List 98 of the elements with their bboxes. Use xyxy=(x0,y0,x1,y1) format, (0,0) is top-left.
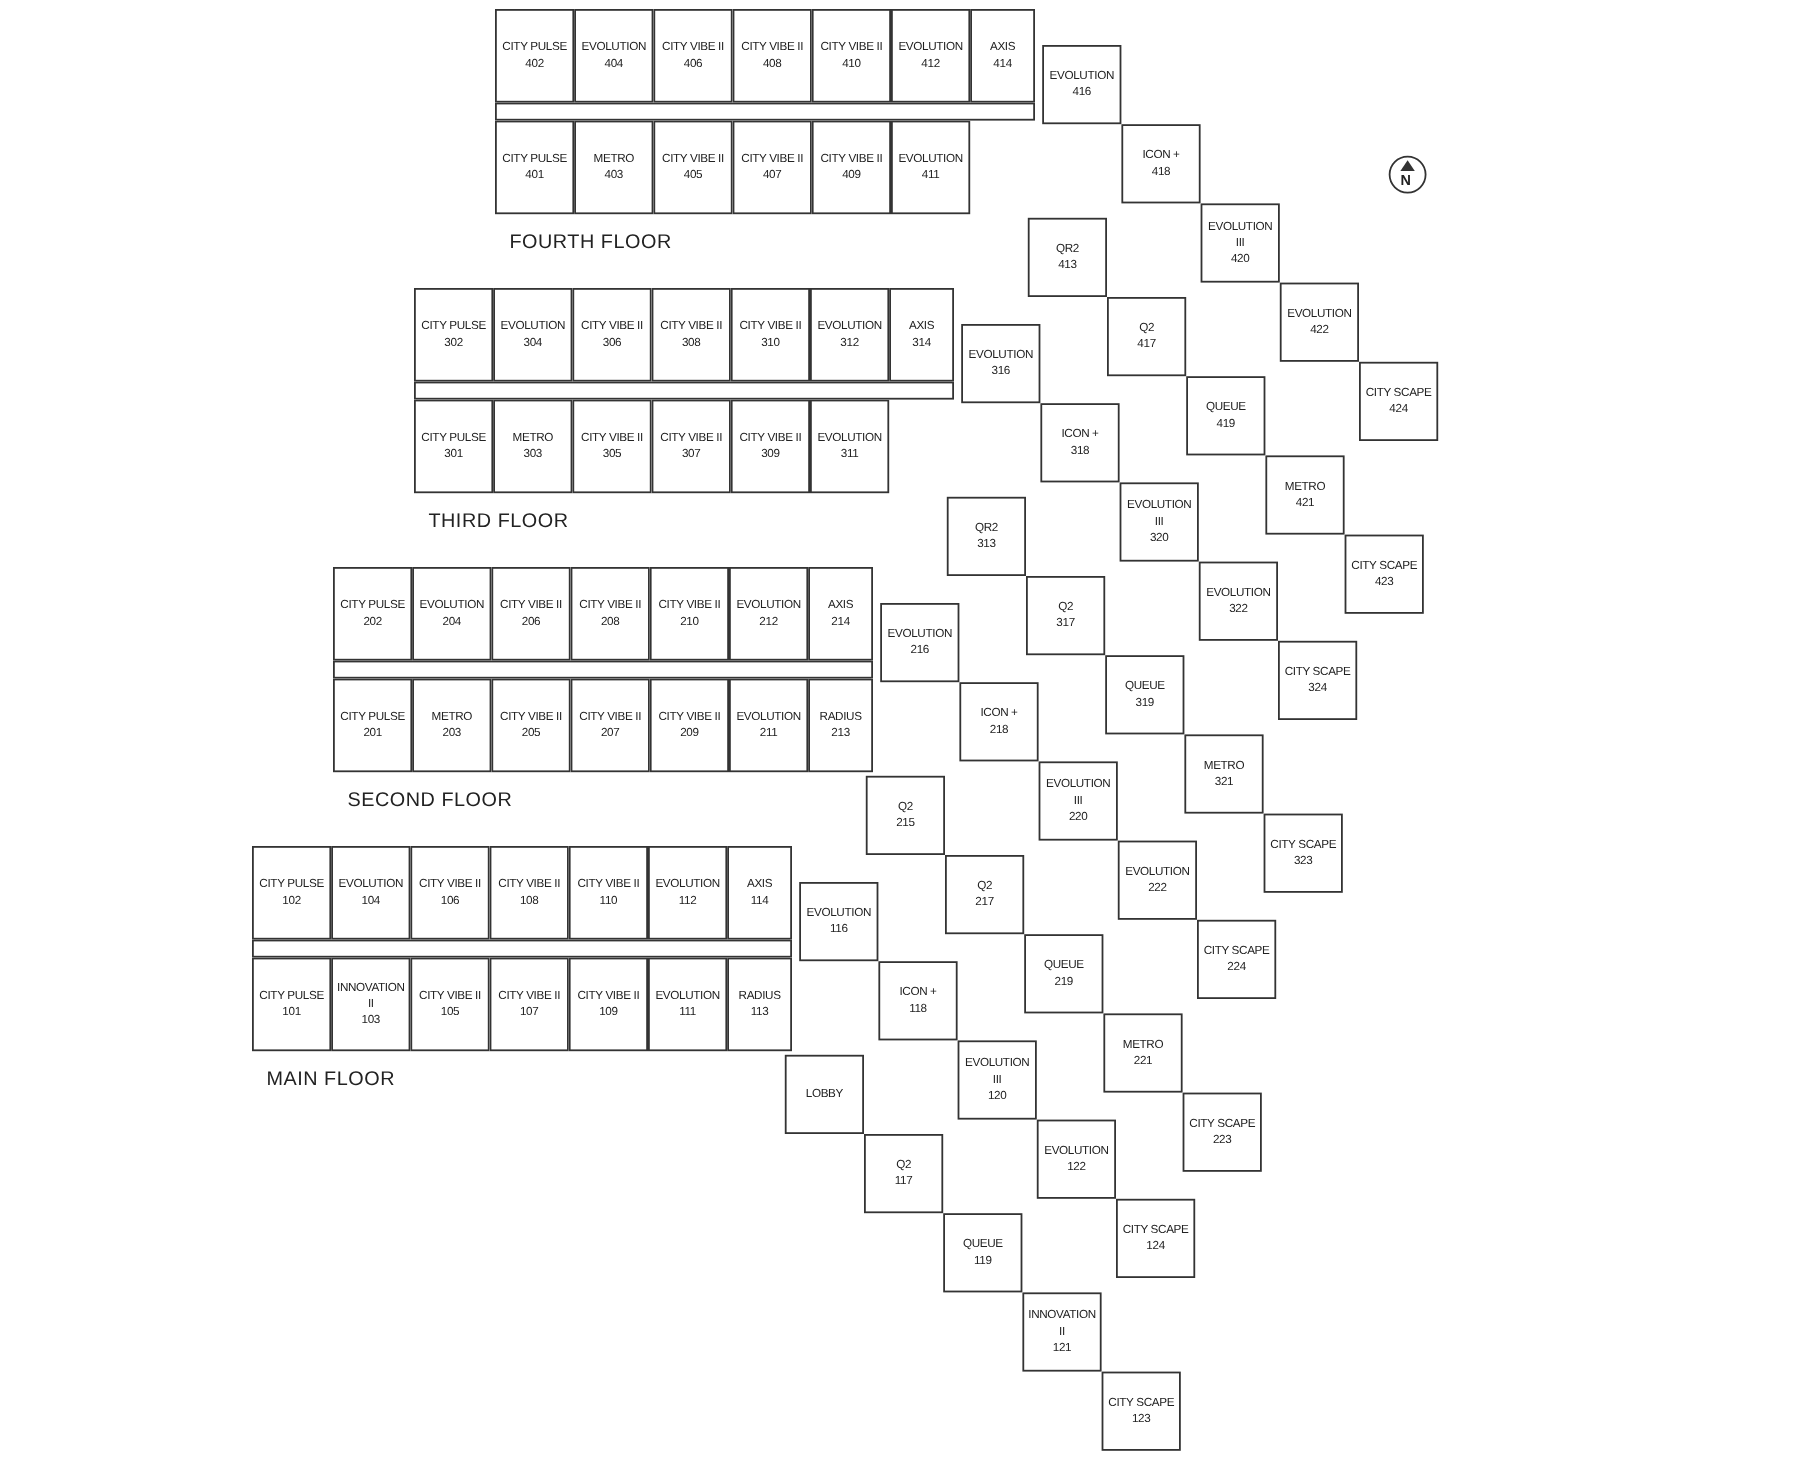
unit-room xyxy=(491,678,571,773)
unit-room xyxy=(970,9,1035,103)
unit-room xyxy=(1101,1371,1181,1451)
unit-room xyxy=(574,120,654,215)
unit-room xyxy=(1200,203,1280,283)
floor-label: THIRD FLOOR xyxy=(428,511,569,533)
floor-label: FOURTH FLOOR xyxy=(509,232,672,254)
unit-room xyxy=(412,678,492,773)
unit-room xyxy=(1026,576,1106,656)
floor-label: MAIN FLOOR xyxy=(266,1069,395,1091)
unit-room xyxy=(1119,482,1199,562)
unit-room xyxy=(961,324,1041,404)
unit-room xyxy=(649,567,729,661)
unit-room xyxy=(1038,761,1118,841)
unit-room xyxy=(1036,1119,1116,1199)
unit-room xyxy=(412,567,492,661)
unit-room xyxy=(865,775,945,855)
unit-room xyxy=(491,567,571,661)
unit-room xyxy=(943,1213,1023,1293)
unit-room xyxy=(1116,1198,1196,1278)
unit-room xyxy=(568,957,648,1052)
unit-room xyxy=(784,1054,864,1134)
unit-room xyxy=(727,846,792,940)
floor-label: SECOND FLOOR xyxy=(347,790,513,812)
unit-room xyxy=(878,961,958,1041)
unit-room xyxy=(649,678,729,773)
unit-room xyxy=(1121,124,1201,204)
unit-room xyxy=(414,399,494,494)
unit-room xyxy=(333,567,413,661)
unit-room xyxy=(799,882,879,962)
unit-room xyxy=(651,399,731,494)
unit-room xyxy=(730,399,810,494)
unit-room xyxy=(653,9,733,103)
unit-room xyxy=(410,957,490,1052)
unit-room xyxy=(1263,813,1343,893)
unit-room xyxy=(410,846,490,940)
unit-room xyxy=(333,678,413,773)
unit-room xyxy=(1278,640,1358,720)
unit-room xyxy=(1359,361,1439,441)
unit-room xyxy=(1186,376,1266,456)
unit-room xyxy=(1344,534,1424,614)
unit-room xyxy=(648,957,728,1052)
unit-room xyxy=(811,120,891,215)
unit-room xyxy=(331,846,411,940)
unit-room xyxy=(889,288,954,382)
unit-room xyxy=(1022,1292,1102,1372)
unit-room xyxy=(957,1040,1037,1120)
unit-room xyxy=(1184,734,1264,814)
unit-room xyxy=(489,846,569,940)
unit-room xyxy=(1117,840,1197,920)
unit-room xyxy=(653,120,733,215)
unit-room xyxy=(568,846,648,940)
unit-room xyxy=(732,120,812,215)
unit-room xyxy=(880,603,960,683)
unit-room xyxy=(574,9,654,103)
unit-room xyxy=(648,846,728,940)
unit-room xyxy=(414,288,494,382)
unit-room xyxy=(891,120,971,215)
unit-room xyxy=(732,9,812,103)
unit-room xyxy=(864,1134,944,1214)
unit-room xyxy=(810,399,890,494)
unit-room xyxy=(1107,297,1187,377)
unit-room xyxy=(1040,403,1120,483)
unit-room xyxy=(1265,455,1345,535)
unit-room xyxy=(1182,1092,1262,1172)
unit-room xyxy=(570,567,650,661)
unit-room xyxy=(1024,934,1104,1014)
unit-room xyxy=(810,288,890,382)
unit-room xyxy=(572,288,652,382)
unit-room xyxy=(570,678,650,773)
unit-room xyxy=(489,957,569,1052)
unit-room xyxy=(1042,45,1122,125)
unit-room xyxy=(1197,919,1277,999)
unit-room xyxy=(1105,655,1185,735)
unit-room xyxy=(1103,1013,1183,1093)
unit-room xyxy=(572,399,652,494)
unit-room xyxy=(729,567,809,661)
unit-room xyxy=(891,9,971,103)
unit-room xyxy=(252,957,332,1052)
unit-room xyxy=(495,120,575,215)
unit-room xyxy=(946,496,1026,576)
unit-room xyxy=(1279,282,1359,362)
unit-room xyxy=(808,567,873,661)
unit-room xyxy=(945,855,1025,935)
unit-room xyxy=(493,399,573,494)
unit-room xyxy=(1027,217,1107,297)
unit-room xyxy=(493,288,573,382)
unit-room xyxy=(727,957,792,1052)
unit-room xyxy=(1198,561,1278,641)
unit-room xyxy=(808,678,873,773)
unit-room xyxy=(730,288,810,382)
unit-room xyxy=(495,9,575,103)
unit-room xyxy=(959,682,1039,762)
unit-room xyxy=(729,678,809,773)
unit-room xyxy=(252,846,332,940)
unit-room xyxy=(811,9,891,103)
unit-room xyxy=(651,288,731,382)
unit-room xyxy=(331,957,411,1052)
